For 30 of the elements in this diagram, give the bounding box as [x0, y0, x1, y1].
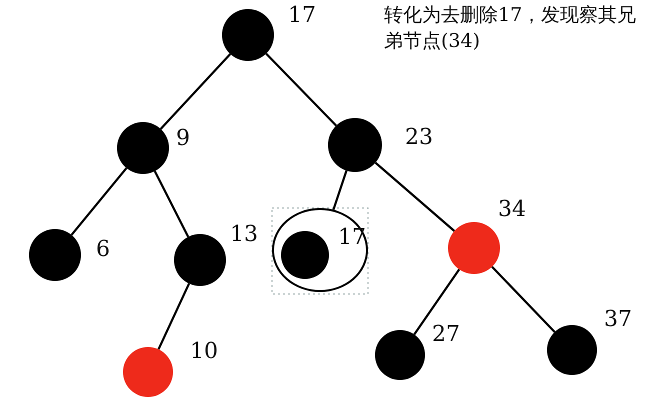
tree-edge	[491, 266, 556, 333]
tree-node	[123, 347, 173, 397]
tree-node	[328, 118, 382, 172]
key-label: 13	[230, 223, 258, 247]
key-label: 37	[604, 308, 632, 332]
tree-edge	[70, 167, 128, 236]
tree-node	[547, 325, 597, 375]
tree-node	[29, 229, 81, 281]
key-label: 10	[190, 340, 218, 364]
tree-node	[222, 9, 274, 61]
tree-node	[174, 234, 226, 286]
tree-edge	[374, 162, 456, 232]
key-label: 17	[288, 4, 316, 28]
tree-node	[375, 330, 425, 380]
note-text: 转化为去删除17，发现察其兄弟节点(34)	[384, 3, 638, 54]
tree-edge	[158, 283, 190, 350]
tree-node	[448, 222, 500, 274]
tree-node	[281, 231, 329, 279]
key-label: 27	[432, 323, 460, 347]
key-label: 6	[96, 238, 110, 262]
key-label: 34	[498, 198, 526, 222]
key-label: 17	[338, 226, 366, 250]
tree-node	[117, 122, 169, 174]
key-label: 9	[176, 127, 190, 151]
tree-edge	[413, 268, 460, 336]
tree-edge	[154, 170, 190, 238]
key-label: 23	[405, 126, 433, 150]
tree-edge	[332, 170, 348, 210]
tree-edge	[265, 52, 337, 126]
tree-edge	[160, 53, 232, 130]
